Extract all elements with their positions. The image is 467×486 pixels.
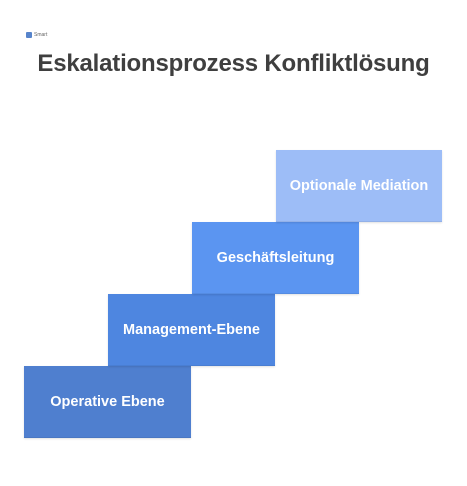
page-title: Eskalationsprozess Konfliktlösung [37, 50, 430, 77]
company-logo: Smart [26, 30, 62, 40]
step-optionale-mediation: Optionale Mediation [276, 150, 442, 222]
step-management-ebene: Management-Ebene [108, 294, 275, 366]
logo-icon [26, 32, 32, 38]
logo-text: Smart [34, 31, 48, 38]
step-geschaeftsleitung: Geschäftsleitung [192, 222, 359, 294]
step-operative-ebene: Operative Ebene [24, 366, 191, 438]
